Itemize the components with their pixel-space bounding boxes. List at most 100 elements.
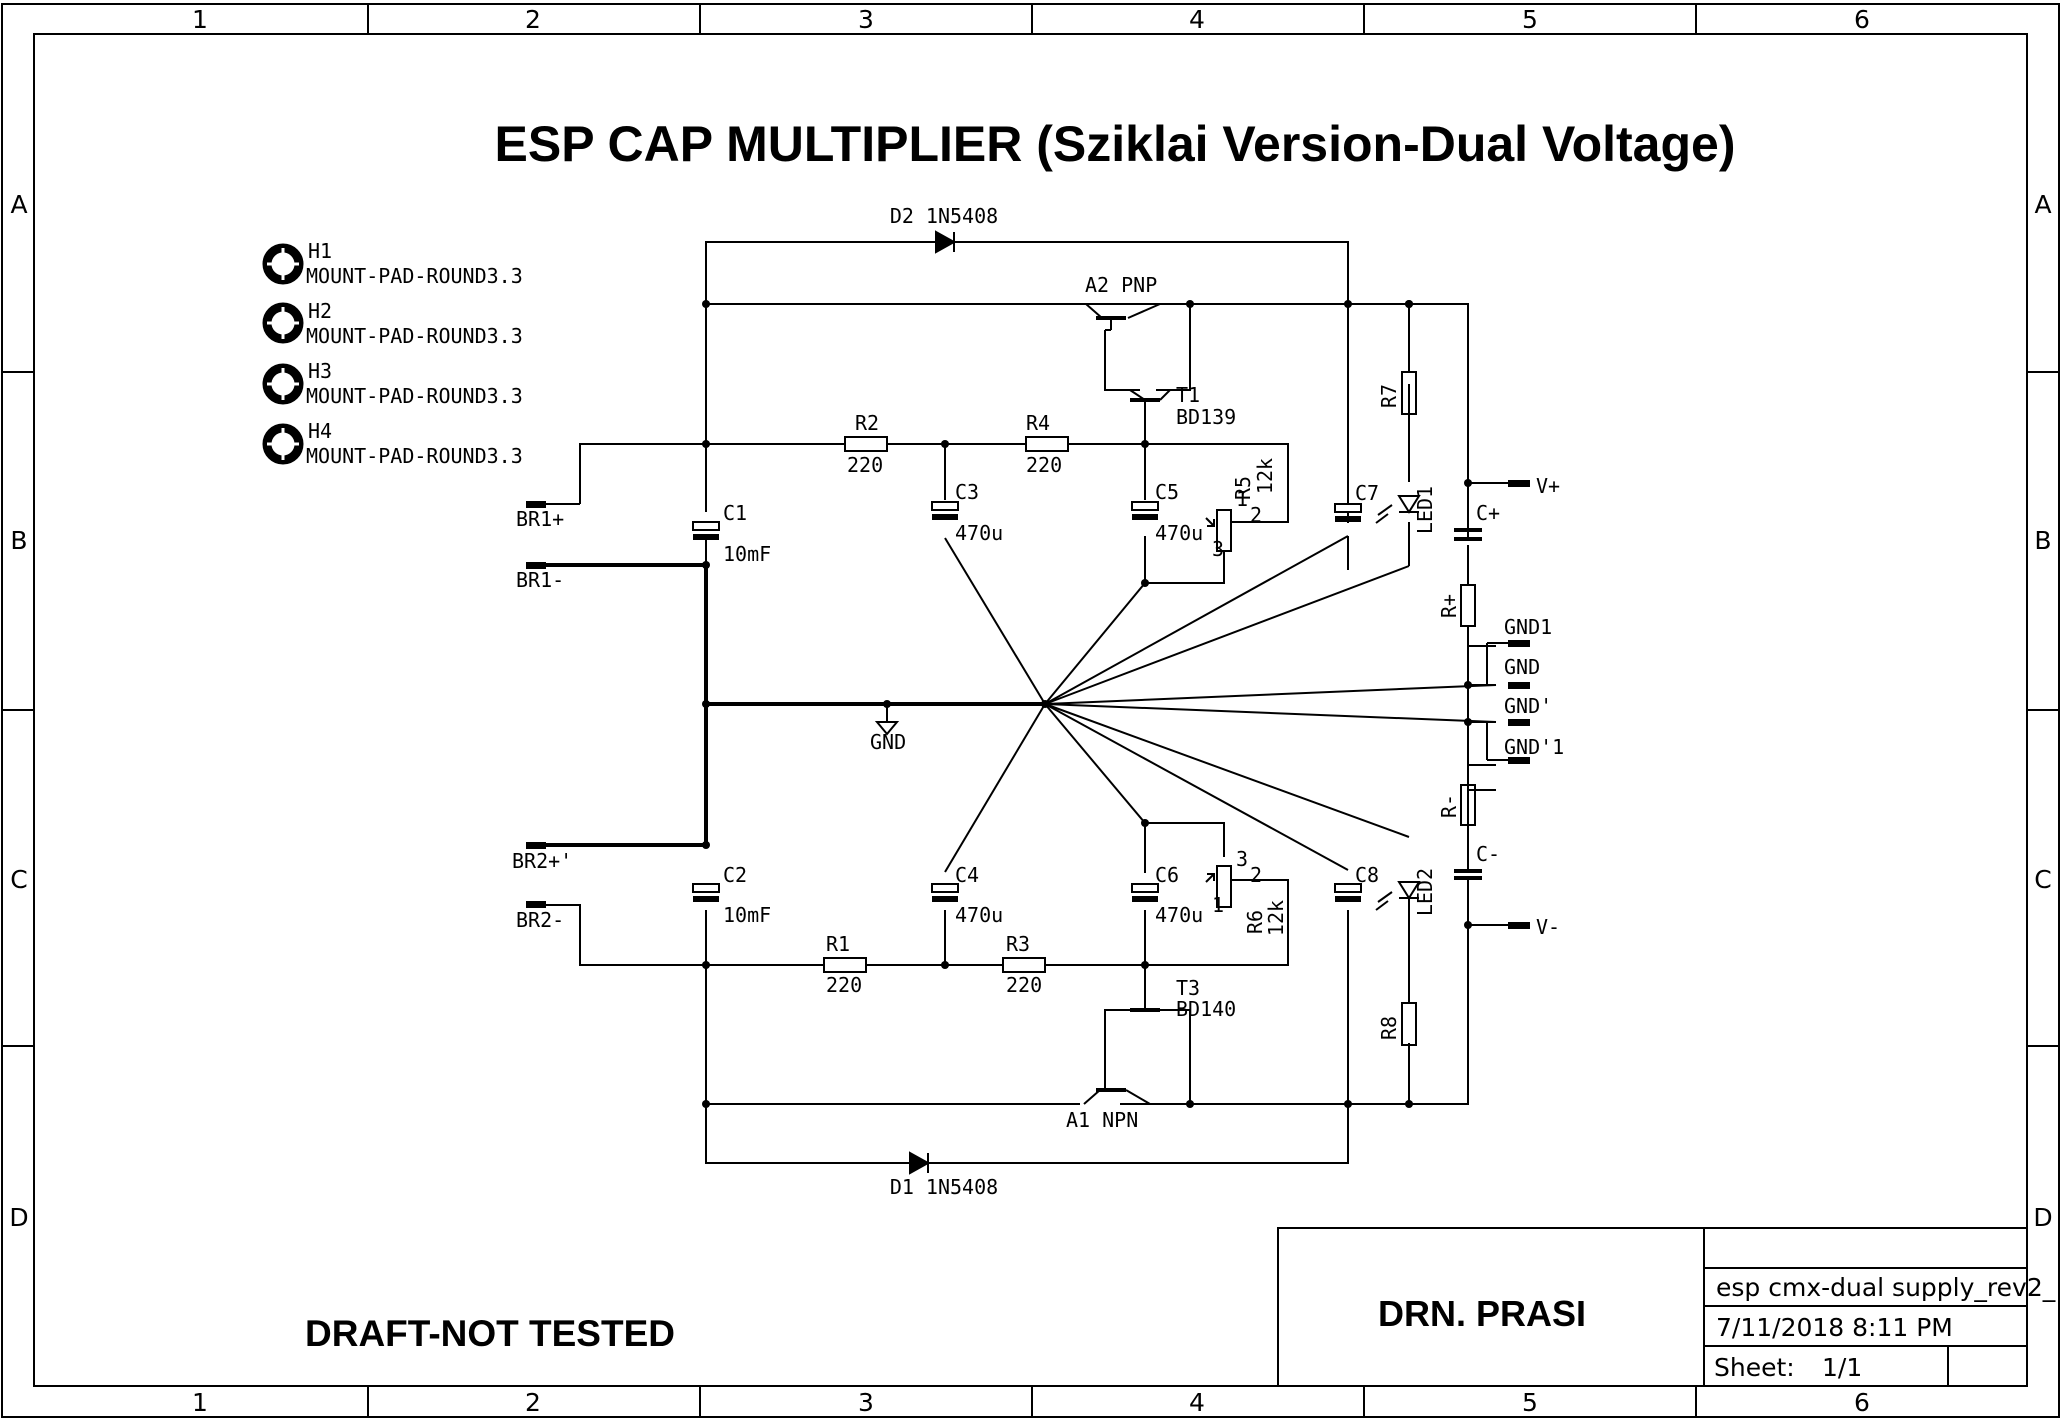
capacitor-c5: C5 470u <box>1131 480 1203 545</box>
label: A1 NPN <box>1066 1108 1138 1132</box>
ref-label: R5 <box>1231 476 1255 500</box>
label: D2 1N5408 <box>890 204 998 228</box>
value-label: 12k <box>1264 900 1288 936</box>
gnd-bus <box>546 563 1045 847</box>
title-block: DRN. PRASI esp cmx-dual supply_rev2_ 7/1… <box>1277 1227 2056 1387</box>
ref-label: R+ <box>1437 594 1461 618</box>
label: BR1+ <box>516 507 564 531</box>
diode-d1: D1 1N5408 <box>890 1151 998 1199</box>
ref-label: H2 <box>308 299 332 323</box>
label: V+ <box>1536 474 1560 498</box>
junction-dots <box>702 300 1472 1108</box>
mount-hole-h1: H1 MOUNT-PAD-ROUND3.3 <box>262 239 523 288</box>
value-label: 220 <box>1006 973 1042 997</box>
col-label-bottom: 3 <box>858 1388 874 1417</box>
col-label-top: 6 <box>1854 5 1870 34</box>
value-label: 10mF <box>723 903 771 927</box>
label: A2 PNP <box>1085 273 1157 297</box>
ref-label: T1 <box>1176 383 1200 407</box>
value-label: 470u <box>955 521 1003 545</box>
value-label: 12k <box>1253 458 1277 494</box>
transistor-t1: T1 BD139 <box>1129 383 1236 429</box>
ref-label: H1 <box>308 239 332 263</box>
mount-hole-h4: H4 MOUNT-PAD-ROUND3.3 <box>262 419 523 468</box>
connector-br2-plus: BR2+' <box>512 842 572 873</box>
ref-label: R6 <box>1243 910 1267 934</box>
value-label: 220 <box>1026 453 1062 477</box>
schematic-title: ESP CAP MULTIPLIER (Sziklai Version-Dual… <box>495 116 1736 172</box>
sheet-date: 7/11/2018 8:11 PM <box>1716 1313 1953 1342</box>
label: V- <box>1536 915 1560 939</box>
ref-label: C5 <box>1155 480 1179 504</box>
col-label-bottom: 6 <box>1854 1388 1870 1417</box>
value-label: MOUNT-PAD-ROUND3.3 <box>306 264 523 288</box>
label: GND1 <box>1504 615 1552 639</box>
col-label-top: 1 <box>192 5 208 34</box>
pin-label: 1 <box>1212 893 1224 917</box>
capacitor-c2: C2 10mF <box>692 863 771 927</box>
row-label-right: A <box>2034 190 2051 219</box>
connector-v-minus: V- <box>1508 915 1560 939</box>
resistor-r4: R4 220 <box>1025 411 1069 477</box>
label: GND'1 <box>1504 735 1564 759</box>
transistor-a2: A2 PNP <box>1085 273 1161 331</box>
row-label-left: A <box>10 190 27 219</box>
ref-label: C7 <box>1355 481 1379 505</box>
value-label: MOUNT-PAD-ROUND3.3 <box>306 444 523 468</box>
ref-label: R7 <box>1377 384 1401 408</box>
capacitor-c3: C3 470u <box>931 480 1003 545</box>
ref-label: LED1 <box>1413 486 1437 534</box>
pin-label: 2 <box>1250 503 1262 527</box>
ref-label: C+ <box>1476 501 1500 525</box>
value-label: MOUNT-PAD-ROUND3.3 <box>306 384 523 408</box>
value-label: 10mF <box>723 542 771 566</box>
label: GND' <box>1504 694 1552 718</box>
ref-label: C- <box>1476 842 1500 866</box>
resistor-r2: R2 220 <box>844 411 888 477</box>
resistor-r3: R3 220 <box>1002 932 1046 997</box>
value-label: BD139 <box>1176 405 1236 429</box>
connector-gnd1: GND1 <box>1504 615 1552 647</box>
ref-label: C2 <box>723 863 747 887</box>
mount-hole-h3: H3 MOUNT-PAD-ROUND3.3 <box>262 359 523 408</box>
col-label-top: 3 <box>858 5 874 34</box>
frame-column-labels: 1 2 3 4 5 6 1 2 3 4 5 6 <box>192 5 1870 1417</box>
ref-label: H4 <box>308 419 332 443</box>
col-label-top: 4 <box>1189 5 1205 34</box>
col-label-bottom: 4 <box>1189 1388 1205 1417</box>
resistor-r7: R7 <box>1377 371 1417 415</box>
ref-label: H3 <box>308 359 332 383</box>
pin-label: 2 <box>1250 863 1262 887</box>
connector-gnd-prime-1: GND'1 <box>1504 735 1564 764</box>
resistor-r8: R8 <box>1377 1002 1417 1046</box>
sheet-label: Sheet: <box>1714 1353 1795 1382</box>
ref-label: R2 <box>855 411 879 435</box>
resistor-r-minus: R- <box>1437 784 1476 826</box>
value-label: 220 <box>847 453 883 477</box>
value-label: 470u <box>1155 903 1203 927</box>
capacitor-c8: C8 <box>1334 863 1379 902</box>
label: D1 1N5408 <box>890 1175 998 1199</box>
col-label-bottom: 5 <box>1522 1388 1538 1417</box>
frame-row-labels: A B C D A B C D <box>9 190 2052 1232</box>
connector-gnd-prime: GND' <box>1504 694 1552 726</box>
label: GND <box>1504 655 1540 679</box>
ref-label: R1 <box>826 932 850 956</box>
label: BR1- <box>516 568 564 592</box>
ref-label: C3 <box>955 480 979 504</box>
capacitor-c6: C6 470u <box>1131 863 1203 927</box>
ref-label: C8 <box>1355 863 1379 887</box>
author-name: DRN. PRASI <box>1378 1293 1586 1334</box>
connector-br2-minus: BR2- <box>516 901 564 932</box>
col-label-bottom: 1 <box>192 1388 208 1417</box>
capacitor-c-plus: C+ <box>1454 501 1500 541</box>
gnd-symbol: GND <box>870 704 906 754</box>
col-label-top: 2 <box>525 5 541 34</box>
row-label-left: B <box>10 526 27 555</box>
sheet-number: 1/1 <box>1822 1353 1862 1382</box>
row-label-right: D <box>2033 1203 2052 1232</box>
ref-label: C4 <box>955 863 979 887</box>
sheet-frame <box>1 3 2060 1418</box>
ref-label: T3 <box>1176 976 1200 1000</box>
connector-v-plus: V+ <box>1508 474 1560 498</box>
